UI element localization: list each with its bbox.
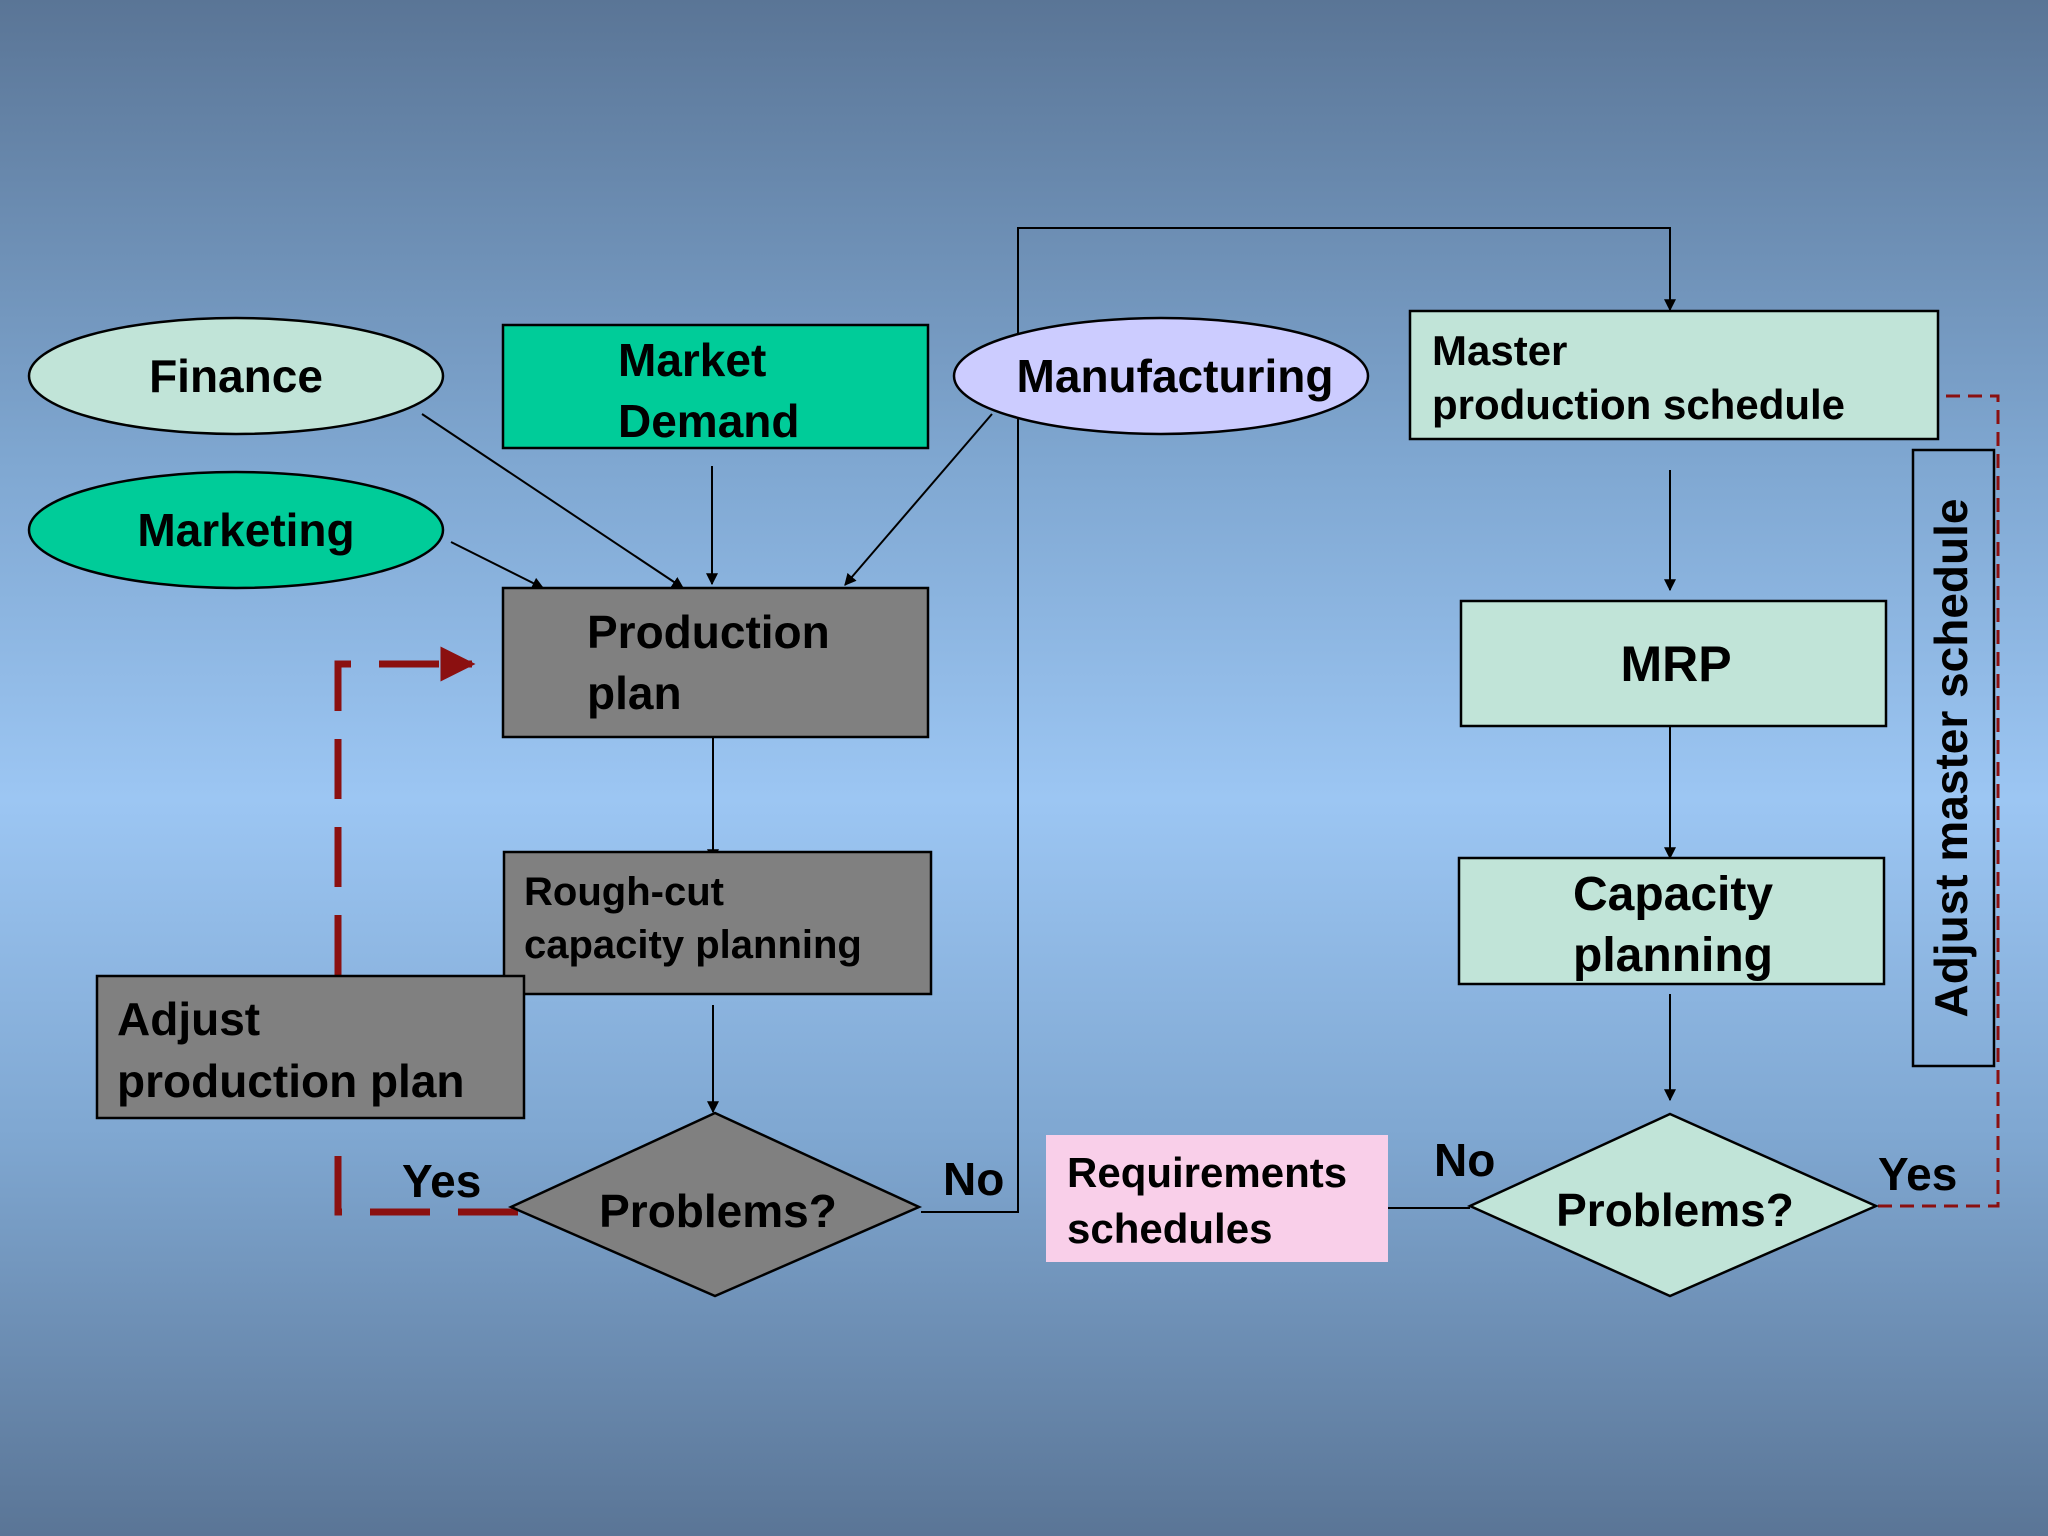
capacity-planning-label-line2: planning	[1573, 929, 1773, 982]
edge-problems-yes-to-adjust-plan	[334, 1146, 518, 1216]
right-yes-label: Yes	[1878, 1148, 1957, 1200]
master-schedule-label-line2: production schedule	[1432, 381, 1845, 428]
edge-finance-to-production-plan	[421, 413, 684, 589]
node-manufacturing: Manufacturing	[952, 316, 1370, 436]
node-market-demand: Market Demand	[501, 323, 930, 450]
edge-problems-yes-to-adjust-master	[1878, 385, 2000, 1208]
requirements-label-line1: Requirements	[1067, 1149, 1347, 1196]
production-plan-label-line2: plan	[587, 667, 682, 719]
production-plan-label-line1: Production	[587, 606, 830, 658]
problems-left-label: Problems?	[599, 1185, 837, 1237]
edge-problems-no-to-master-schedule	[921, 227, 1676, 1213]
node-production-plan: Production plan	[501, 586, 930, 739]
market-demand-label-line2: Demand	[618, 395, 799, 447]
left-yes-label: Yes	[402, 1155, 481, 1207]
node-problems-right: Problems?	[1466, 1112, 1880, 1298]
node-finance: Finance	[27, 316, 445, 436]
node-master-production-schedule: Master production schedule	[1408, 309, 1940, 441]
problems-right-label: Problems?	[1556, 1184, 1794, 1236]
marketing-label: Marketing	[137, 504, 354, 556]
adjust-master-schedule-label: Adjust master schedule	[1925, 499, 1977, 1018]
rough-cut-label-line2: capacity planning	[524, 923, 862, 967]
edge-manufacturing-to-production-plan	[844, 413, 993, 586]
node-capacity-planning: Capacity planning	[1457, 856, 1886, 986]
master-schedule-label-line1: Master	[1432, 327, 1567, 374]
node-adjust-production-plan: Adjust production plan	[95, 974, 526, 1120]
node-requirements-schedules: Requirements schedules	[1046, 1135, 1388, 1262]
finance-label: Finance	[149, 350, 323, 402]
mrp-label: MRP	[1620, 636, 1731, 692]
connectors	[421, 227, 1676, 1214]
edge-adjust-plan-to-production-plan	[334, 646, 476, 975]
adjust-plan-label-line1: Adjust	[117, 993, 260, 1045]
requirements-label-line2: schedules	[1067, 1205, 1272, 1252]
adjust-plan-label-line2: production plan	[117, 1055, 465, 1107]
node-mrp: MRP	[1459, 599, 1888, 728]
left-no-label: No	[943, 1153, 1004, 1205]
node-marketing: Marketing	[27, 470, 445, 590]
node-rough-cut-capacity-planning: Rough-cut capacity planning	[502, 850, 933, 996]
edge-marketing-to-production-plan	[450, 541, 545, 589]
node-problems-left: Problems?	[507, 1111, 923, 1298]
capacity-planning-label-line1: Capacity	[1573, 868, 1773, 921]
node-adjust-master-schedule: Adjust master schedule	[1911, 448, 1996, 1068]
manufacturing-label: Manufacturing	[1017, 350, 1334, 402]
rough-cut-label-line1: Rough-cut	[524, 870, 724, 914]
right-no-label: No	[1434, 1134, 1495, 1186]
feedback-paths	[334, 385, 2000, 1216]
market-demand-label-line1: Market	[618, 334, 766, 386]
